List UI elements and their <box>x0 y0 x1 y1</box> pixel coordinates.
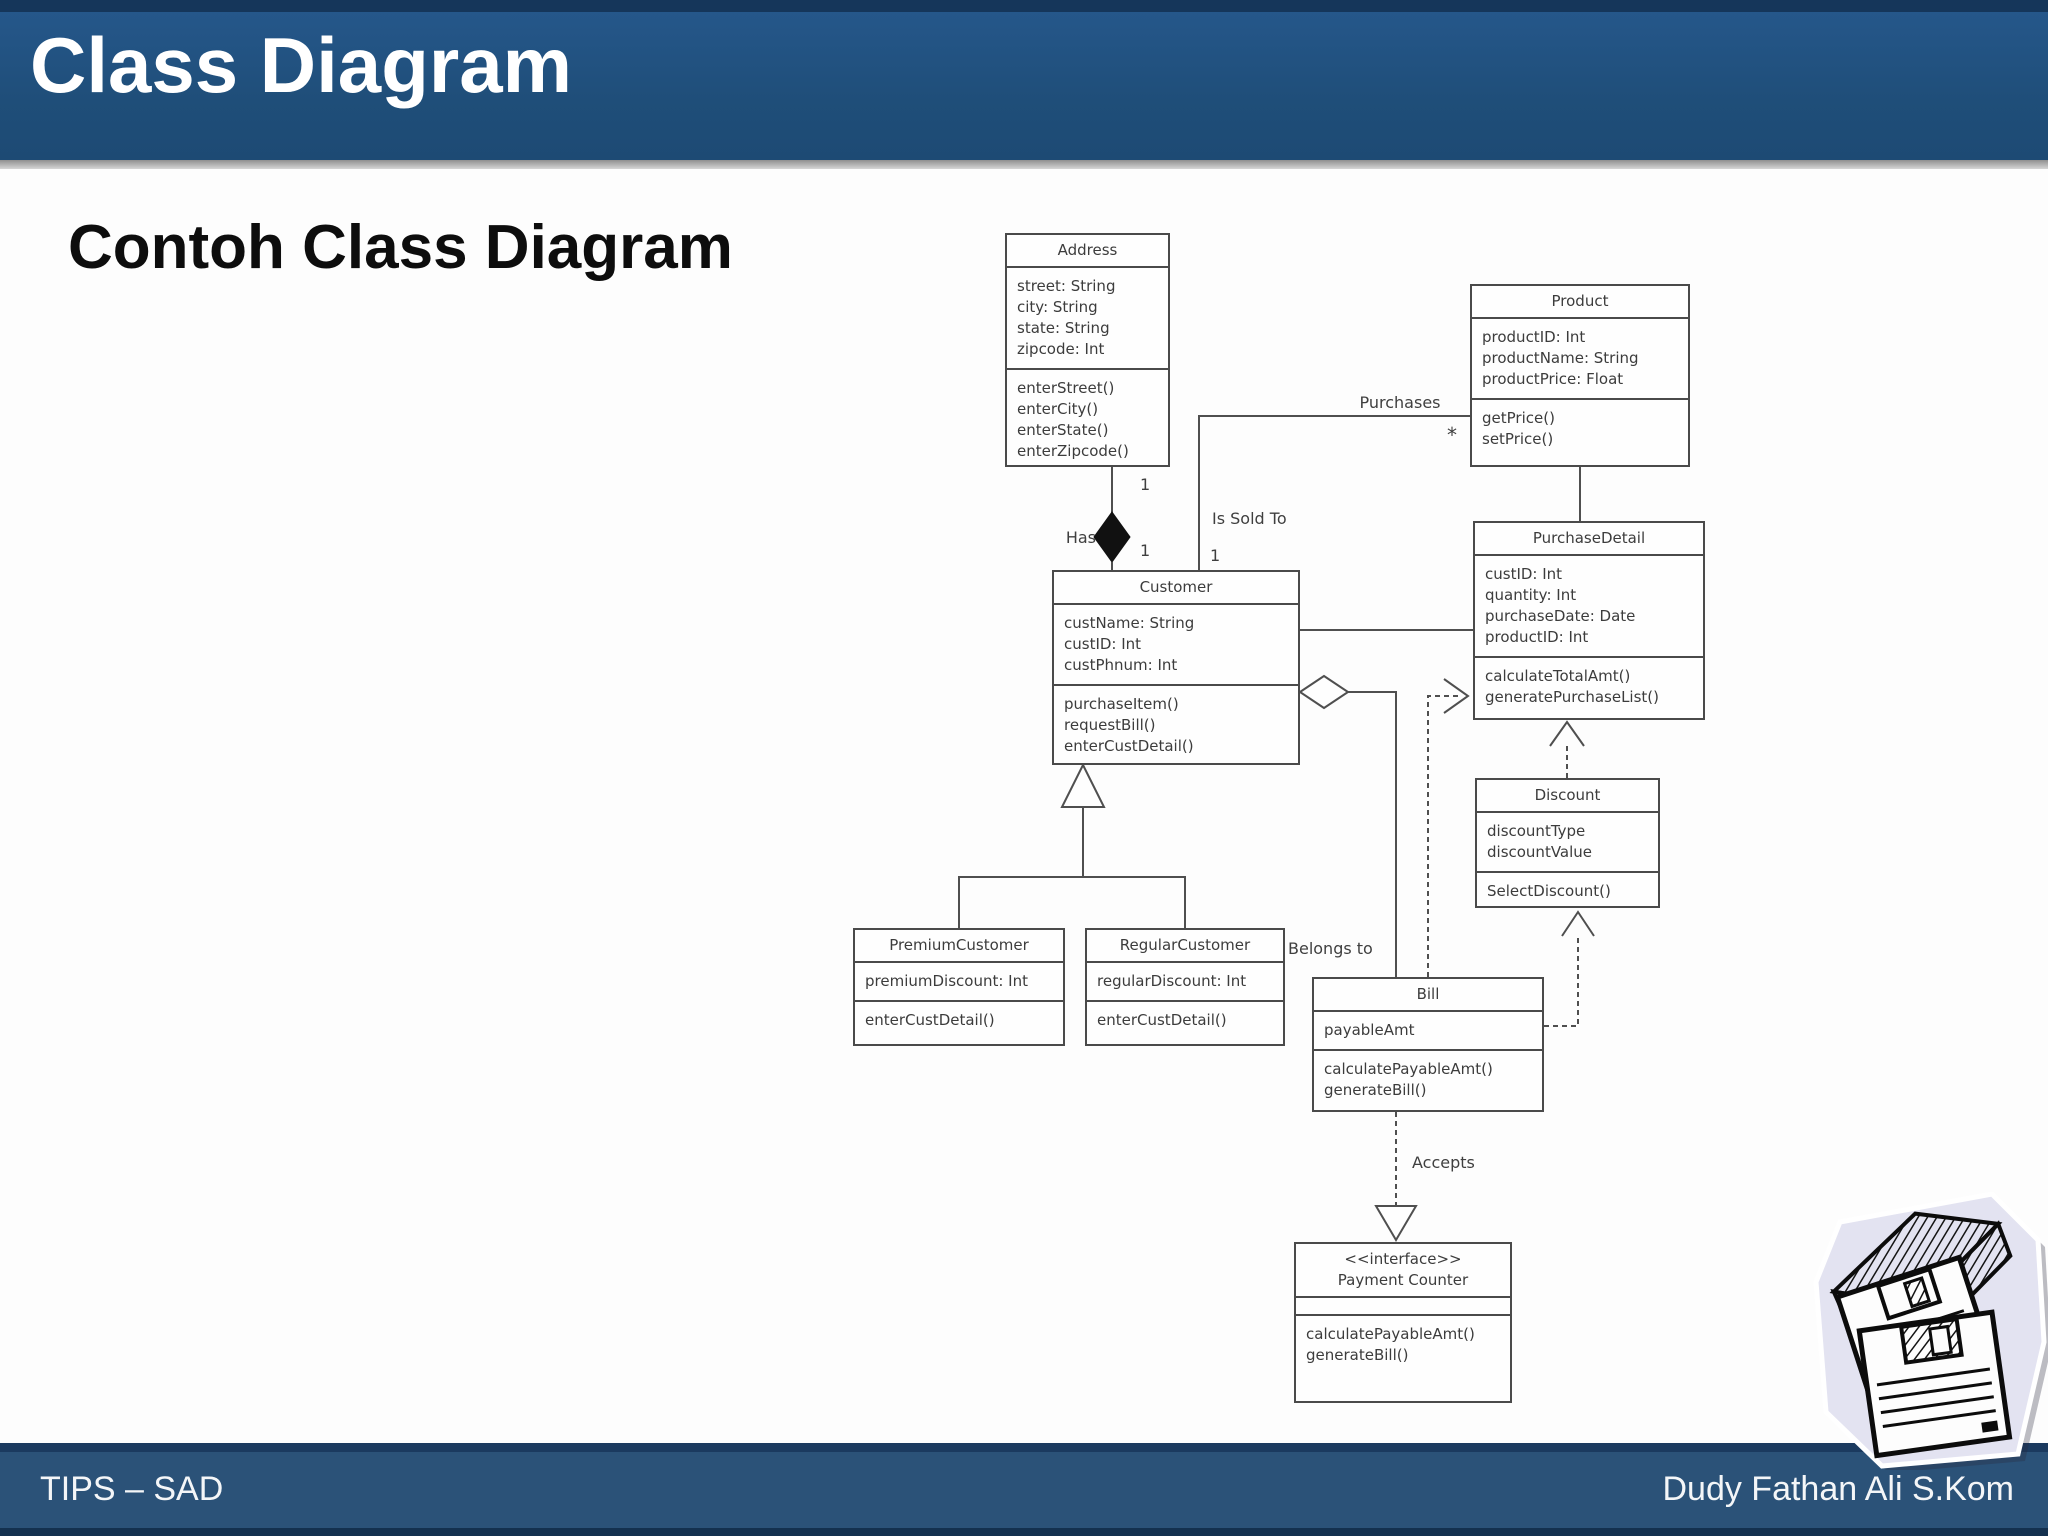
class-attributes: regularDiscount: Int <box>1087 963 1283 1002</box>
class-bill: Bill payableAmt calculatePayableAmt() ge… <box>1312 977 1544 1112</box>
mult-sold-customer-end: 1 <box>1210 546 1220 565</box>
class-regularcustomer: RegularCustomer regularDiscount: Int ent… <box>1085 928 1285 1046</box>
class-purchasedetail: PurchaseDetail custID: Int quantity: Int… <box>1473 521 1705 720</box>
class-address: Address street: String city: String stat… <box>1005 233 1170 467</box>
class-attributes: street: String city: String state: Strin… <box>1007 268 1168 370</box>
header-divider <box>0 160 2048 169</box>
interface-stereotype: <<interface>> <box>1344 1250 1462 1268</box>
class-discount: Discount discountType discountValue Sele… <box>1475 778 1660 908</box>
class-methods: purchaseItem() requestBill() enterCustDe… <box>1064 695 1194 755</box>
aggregation-belongs-to-connector: Belongs to <box>1288 674 1397 977</box>
class-title: RegularCustomer <box>1087 930 1283 963</box>
bill-discount-dependency <box>1544 910 1595 1027</box>
class-methods: SelectDiscount() <box>1487 882 1611 900</box>
class-attributes: productID: Int productName: String produ… <box>1472 319 1688 400</box>
interface-name: Payment Counter <box>1337 1271 1469 1289</box>
generalization-connector <box>958 762 1186 928</box>
class-methods: calculateTotalAmt() generatePurchaseList… <box>1485 667 1659 706</box>
is-sold-to-label: Is Sold To <box>1212 509 1287 528</box>
mult-customer-end: 1 <box>1140 541 1150 560</box>
page-title: Class Diagram <box>30 21 572 109</box>
class-title: Discount <box>1477 780 1658 813</box>
class-title: <<interface>> Payment Counter <box>1296 1244 1510 1298</box>
class-title: PurchaseDetail <box>1475 523 1703 556</box>
footer-bottom-strip <box>0 1528 2048 1536</box>
footer-course-label: TIPS – SAD <box>40 1470 224 1508</box>
class-customer: Customer custName: String custID: Int cu… <box>1052 570 1300 765</box>
footer-author-label: Dudy Fathan Ali S.Kom <box>1662 1470 2014 1508</box>
belongs-to-label: Belongs to <box>1288 939 1373 958</box>
class-methods: calculatePayableAmt() generateBill() <box>1324 1060 1493 1099</box>
composition-has-connector: Has 1 1 <box>1066 467 1150 570</box>
class-title: Product <box>1472 286 1688 319</box>
purchases-association-connector: Purchases * Is Sold To 1 <box>1198 393 1470 570</box>
class-title: Customer <box>1054 572 1298 605</box>
has-label: Has <box>1066 528 1096 547</box>
slide-header: Class Diagram <box>0 12 2048 160</box>
class-attributes: premiumDiscount: Int <box>855 963 1063 1002</box>
class-attributes: payableAmt <box>1314 1012 1542 1051</box>
mult-address-end: 1 <box>1140 475 1150 494</box>
footer-divider <box>0 1443 2048 1452</box>
bill-purchasedetail-dependency <box>1427 678 1470 977</box>
top-accent-strip <box>0 0 2048 12</box>
mult-product-end: * <box>1447 423 1457 447</box>
class-attributes: custName: String custID: Int custPhnum: … <box>1054 605 1298 686</box>
accepts-label: Accepts <box>1412 1153 1475 1172</box>
class-attributes <box>1296 1298 1510 1316</box>
class-methods: enterCustDetail() <box>1097 1011 1227 1029</box>
class-title: Address <box>1007 235 1168 268</box>
class-title: Bill <box>1314 979 1542 1012</box>
class-methods: getPrice() setPrice() <box>1482 409 1555 448</box>
class-methods: calculatePayableAmt() generateBill() <box>1306 1325 1475 1364</box>
class-methods: enterCustDetail() <box>865 1011 995 1029</box>
slide-subtitle: Contoh Class Diagram <box>68 213 733 282</box>
class-title: PremiumCustomer <box>855 930 1063 963</box>
floppy-disk-stack-icon <box>1813 1192 2048 1470</box>
slide-footer: TIPS – SAD Dudy Fathan Ali S.Kom <box>0 1452 2048 1528</box>
class-premiumcustomer: PremiumCustomer premiumDiscount: Int ent… <box>853 928 1065 1046</box>
purchases-label: Purchases <box>1360 393 1441 412</box>
interface-payment-counter: <<interface>> Payment Counter calculateP… <box>1294 1242 1512 1403</box>
bill-paymentcounter-realization: Accepts <box>1374 1112 1475 1242</box>
class-methods: enterStreet() enterCity() enterState() e… <box>1017 379 1129 460</box>
class-product: Product productID: Int productName: Stri… <box>1470 284 1690 467</box>
class-attributes: custID: Int quantity: Int purchaseDate: … <box>1475 556 1703 658</box>
class-attributes: discountType discountValue <box>1477 813 1658 873</box>
